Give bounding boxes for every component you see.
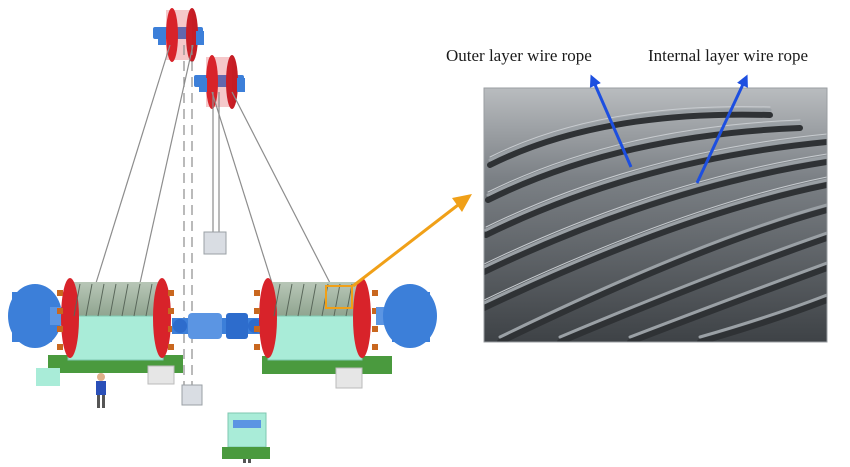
zoom-leader-arrow xyxy=(352,194,472,288)
internal-layer-pointer xyxy=(695,74,748,184)
upper-head-sheave xyxy=(153,8,204,62)
operator-left xyxy=(96,373,106,408)
outer-layer-pointer xyxy=(589,74,633,168)
internal-layer-label: Internal layer wire rope xyxy=(648,46,808,65)
outer-layer-label: Outer layer wire rope xyxy=(446,46,592,65)
head-sheaves xyxy=(153,8,245,109)
right-drum-hoist xyxy=(254,278,437,389)
lower-head-sheave xyxy=(194,55,245,109)
control-console xyxy=(222,412,270,459)
wire-rope-photo xyxy=(483,87,828,343)
left-drum-hoist xyxy=(8,278,183,386)
conveyances xyxy=(181,231,227,406)
hoisting-ropes xyxy=(95,44,331,385)
label-pointers xyxy=(589,74,748,184)
motor-shaft-coupling xyxy=(172,313,264,339)
